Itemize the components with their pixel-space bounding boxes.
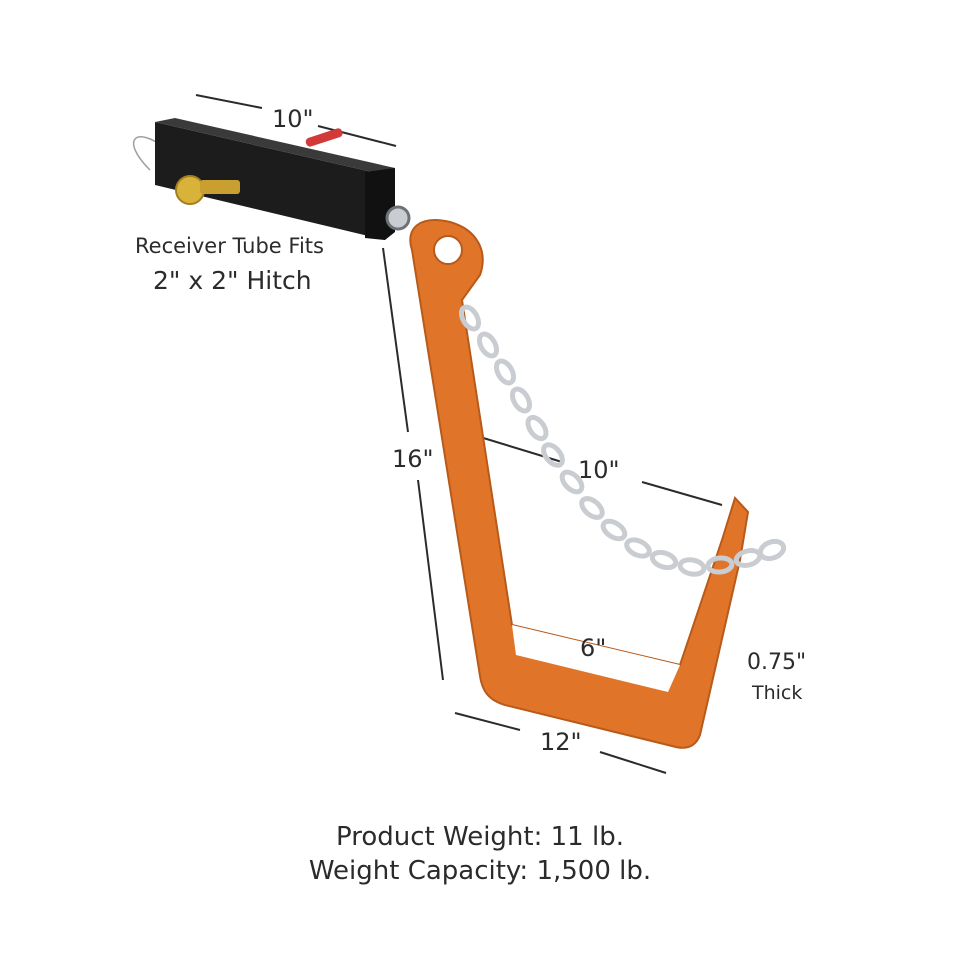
outer-width-label: 12" (540, 728, 582, 756)
product-weight-text: Product Weight: 11 lb. (336, 822, 624, 852)
hook-body (409, 219, 750, 749)
lynch-pin-body (200, 180, 240, 194)
receiver-tube-top (155, 118, 395, 175)
height-dim-line-top (382, 247, 409, 433)
hook-frame (409, 219, 750, 749)
outer-dim-line-left (454, 712, 521, 731)
hook-eye (433, 235, 463, 265)
hook-height-label: 16" (392, 445, 434, 473)
dimension-lines (195, 94, 723, 774)
chain-length-label: 10" (578, 456, 620, 484)
receiver-tube (132, 118, 411, 240)
receiver-dim-line-right (317, 125, 397, 147)
receiver-dim-line-left (195, 94, 263, 109)
hitch-pin-handle (305, 128, 343, 147)
weight-capacity-text: Weight Capacity: 1,500 lb. (308, 856, 652, 886)
outer-dim-line-right (599, 751, 667, 774)
inner-width-label: 6" (580, 634, 607, 662)
hook-inner-gap (512, 625, 680, 692)
shackle-bolt (385, 205, 411, 231)
receiver-note-line1: Receiver Tube Fits (135, 234, 324, 258)
thickness-value-label: 0.75" (747, 650, 807, 675)
receiver-tube-body (155, 122, 385, 240)
receiver-tube-end (365, 168, 395, 240)
chain-dim-line-right (641, 481, 723, 506)
receiver-length-label: 10" (272, 105, 314, 133)
height-dim-line-bottom (417, 479, 444, 681)
lynch-pin-ring (175, 175, 205, 205)
chain (458, 304, 787, 577)
thickness-word-label: Thick (752, 682, 803, 704)
receiver-note-line2: 2" x 2" Hitch (153, 266, 312, 295)
